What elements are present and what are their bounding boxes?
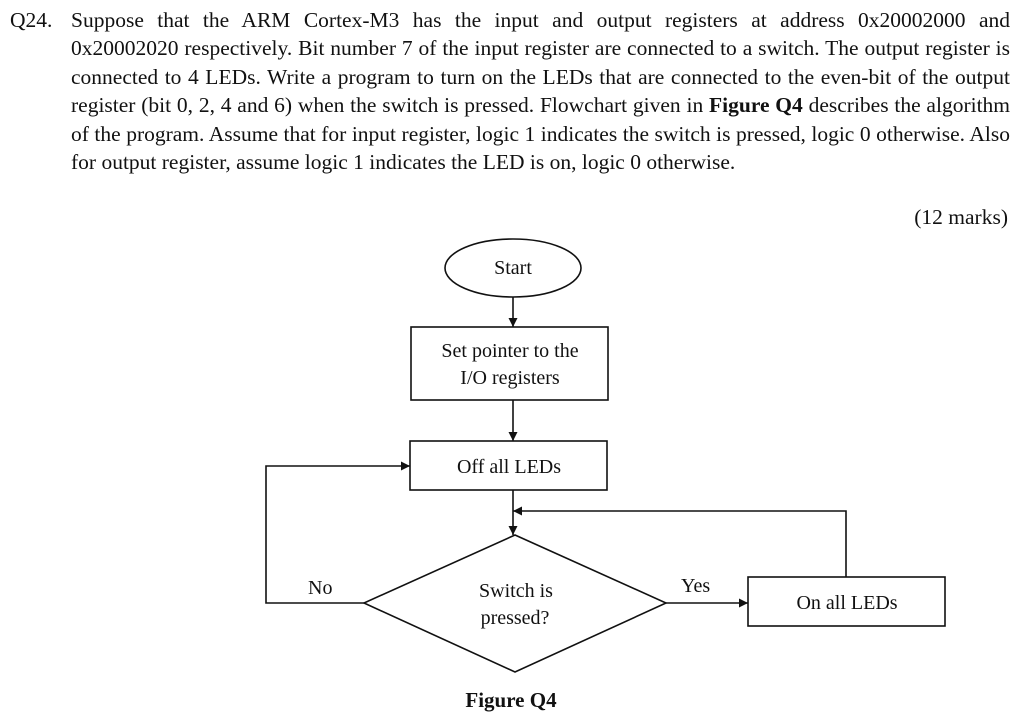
no-label: No (308, 577, 332, 599)
off-leds-process: Off all LEDs (409, 440, 608, 491)
marks-label: (12 marks) (914, 205, 1008, 229)
question-text: Suppose that the ARM Cortex-M3 has the i… (71, 6, 1010, 176)
no-branch-arrow (265, 461, 410, 604)
decision-label-line2: pressed? (481, 607, 550, 629)
yes-label: Yes (681, 575, 710, 597)
decision-diamond: Switch is pressed? (362, 534, 668, 673)
start-terminal: Start (444, 238, 582, 298)
on-leds-label: On all LEDs (796, 592, 897, 614)
question-text-part1: Suppose that the ARM Cortex-M3 has the i… (71, 8, 1010, 118)
start-label: Start (494, 257, 532, 279)
decision-label-line1: Switch is (479, 580, 553, 602)
figure-caption: Figure Q4 (465, 688, 557, 712)
question-block: Q24. Suppose that the ARM Cortex-M3 has … (10, 6, 1010, 176)
set-pointer-process: Set pointer to the I/O registers (410, 326, 609, 401)
on-leds-process: On all LEDs (747, 576, 946, 627)
loop-back-arrow (513, 506, 847, 577)
set-pointer-label-line1: Set pointer to the (441, 340, 578, 362)
figure-reference: Figure Q4 (709, 93, 803, 118)
question-text-part2: describes the algorithm of the program. … (71, 93, 1011, 175)
question-number: Q24. (10, 8, 53, 32)
off-leds-label: Off all LEDs (457, 456, 561, 478)
set-pointer-label-line2: I/O registers (460, 367, 560, 389)
